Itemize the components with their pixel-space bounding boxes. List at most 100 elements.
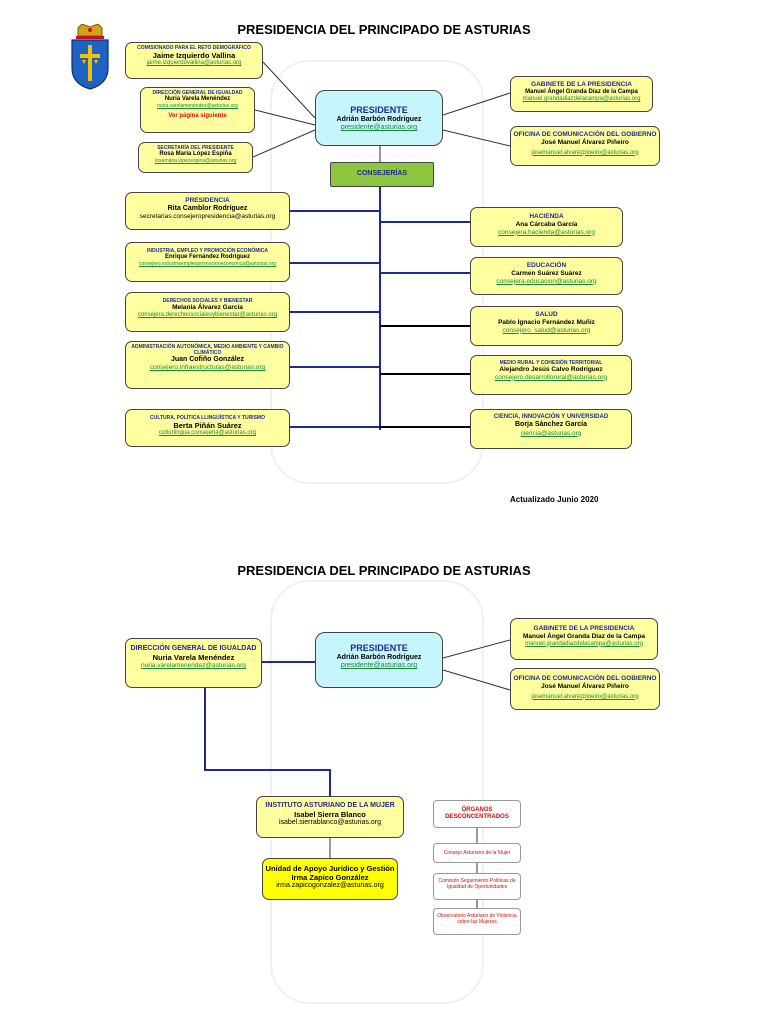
consejeria-hacienda-name: Ana Cárcaba García — [515, 220, 578, 228]
oficina-comunicacion-title: OFICINA DE COMUNICACIÓN DEL GOBIERNO — [513, 131, 657, 138]
consejeria-presidencia-email[interactable]: secretarias.consejeropresidencia@asturia… — [139, 213, 276, 221]
consejeria-industria-box: INDUSTRIA, EMPLEO Y PROMOCIÓN ECONÓMICA … — [125, 242, 290, 282]
consejeria-presidencia-name: Rita Camblor Rodríguez — [167, 204, 248, 212]
unidad-apoyo-title: Unidad de Apoyo Jurídico y Gestión — [265, 864, 395, 873]
comisionado-box: COMISIONADO PARA EL RETO DEMOGRÁFICO Jai… — [125, 42, 263, 79]
updated-note: Actualizado Junio 2020 — [510, 495, 599, 504]
presidente-email[interactable]: presidente@asturias.org — [340, 124, 418, 132]
unidad-apoyo-name: Irma Zapico González — [291, 873, 369, 882]
page2-title: PRESIDENCIA DEL PRINCIPADO DE ASTURIAS — [237, 563, 531, 578]
consejeria-ciencia-title: CIENCIA, INNOVACIÓN Y UNIVERSIDAD — [493, 414, 609, 420]
instituto-mujer-box: INSTITUTO ASTURIANO DE LA MUJER Isabel S… — [256, 796, 404, 838]
ver-pagina-siguiente-link[interactable]: Ver página siguiente — [168, 113, 227, 120]
p2-direccion-igualdad-email[interactable]: nuria.varelamenendez@asturias.org — [141, 662, 246, 670]
gabinete-box: GABINETE DE LA PRESIDENCIA Manuel Ángel … — [510, 76, 653, 112]
comisionado-title: COMISIONADO PARA EL RETO DEMOGRÁFICO — [137, 45, 251, 51]
comisionado-email[interactable]: jaime.izquierdovallina@asturias.org — [146, 60, 242, 66]
secretaria-email[interactable]: rosamaria.lopezespina@asturias.org — [154, 158, 237, 165]
consejeria-derechos-sociales-name: Melania Álvarez García — [172, 304, 243, 311]
gabinete-name: Manuel Ángel Granda Díaz de la Campa — [525, 88, 638, 95]
p2-gabinete-email[interactable]: manuel.grandadiazdelacampa@asturias.org — [525, 640, 643, 647]
consejeria-educacion-name: Carmen Suárez Suárez — [511, 269, 582, 277]
consejerias-header: CONSEJERÍAS — [330, 162, 434, 187]
consejeria-industria-title: INDUSTRIA, EMPLEO Y PROMOCIÓN ECONÓMICA — [147, 248, 268, 254]
consejeria-salud-box: SALUD Pablo Ignacio Fernández Muñiz cons… — [470, 306, 623, 346]
consejerias-label: CONSEJERÍAS — [356, 170, 408, 177]
organo-comision-label: Comisión Seguimiento Políticas de Iguald… — [438, 878, 516, 890]
consejeria-industria-name: Enrique Fernández Rodríguez — [164, 254, 250, 260]
consejeria-industria-email[interactable]: consejero.industriaempleopromocioneconom… — [138, 261, 277, 268]
instituto-mujer-name: Isabel Sierra Blanco — [294, 810, 366, 820]
consejeria-administracion-title: ADMINISTRACIÓN AUTONÓMICA, MEDIO AMBIENT… — [131, 344, 284, 356]
watermark-frame-bottom — [270, 580, 484, 1004]
direccion-igualdad-box: DIRECCIÓN GENERAL DE IGUALDAD Nuria Vare… — [140, 87, 255, 133]
consejeria-hacienda-box: HACIENDA Ana Cárcaba García consejera.ha… — [470, 207, 623, 247]
presidente-title: PRESIDENTE — [350, 105, 408, 115]
gabinete-title: GABINETE DE LA PRESIDENCIA — [531, 81, 632, 88]
organo-comision-box: Comisión Seguimiento Políticas de Iguald… — [433, 873, 521, 900]
asturias-coat-of-arms-icon — [71, 24, 109, 90]
secretaria-name: Rosa María López Espiña — [159, 151, 232, 157]
p2-oficina-comunicacion-email[interactable]: josemanuel.alvarezpineiro@asturias.org — [531, 693, 639, 700]
organos-desconcentrados-box: ÓRGANOS DESCONCENTRADOS — [433, 800, 521, 828]
consejeria-derechos-sociales-title: DERECHOS SOCIALES Y BIENESTAR — [162, 298, 253, 304]
consejeria-presidencia-box: PRESIDENCIA Rita Camblor Rodríguez secre… — [125, 192, 290, 230]
consejeria-cultura-title: CULTURA, POLÍTICA LLINGÜÍSTICA Y TURISMO — [150, 415, 265, 421]
consejeria-cultura-box: CULTURA, POLÍTICA LLINGÜÍSTICA Y TURISMO… — [125, 409, 290, 447]
comisionado-name: Jaime Izquierdo Vallina — [152, 51, 236, 60]
consejeria-salud-name: Pablo Ignacio Fernández Muñiz — [498, 318, 595, 326]
consejeria-medio-rural-box: MEDIO RURAL Y COHESIÓN TERRITORIAL Aleja… — [470, 355, 632, 395]
consejeria-administracion-email[interactable]: consejero.infraestructuras@asturias.org — [149, 364, 266, 372]
p2-presidente-email[interactable]: presidente@asturias.org — [340, 662, 418, 670]
consejeria-cultura-name: Berta Piñán Suárez — [173, 421, 242, 430]
consejeria-ciencia-box: CIENCIA, INNOVACIÓN Y UNIVERSIDAD Borja … — [470, 409, 632, 449]
secretaria-title: SECRETARÍA DEL PRESIDENTE — [157, 145, 234, 151]
consejeria-educacion-title: EDUCACIÓN — [526, 262, 567, 269]
page1-title: PRESIDENCIA DEL PRINCIPADO DE ASTURIAS — [237, 22, 531, 37]
consejeria-medio-rural-email[interactable]: consejero.desarrollorural@asturias.org — [494, 373, 608, 381]
consejeria-educacion-box: EDUCACIÓN Carmen Suárez Suárez consejera… — [470, 257, 623, 295]
consejeria-derechos-sociales-email[interactable]: consejera.derechossocialesybienestar@ast… — [137, 311, 278, 318]
p2-gabinete-name: Manuel Ángel Granda Díaz de la Campa — [522, 632, 646, 640]
secretaria-box: SECRETARÍA DEL PRESIDENTE Rosa María Lóp… — [138, 142, 253, 173]
consejeria-cultura-email[interactable]: culturlingua.consejeria@asturias.org — [158, 430, 257, 436]
unidad-apoyo-box: Unidad de Apoyo Jurídico y Gestión Irma … — [262, 858, 398, 900]
presidente-name: Adrián Barbón Rodríguez — [336, 115, 422, 123]
p2-oficina-comunicacion-name: José Manuel Álvarez Piñeiro — [541, 682, 629, 690]
p2-gabinete-box: GABINETE DE LA PRESIDENCIA Manuel Ángel … — [510, 618, 658, 660]
p2-direccion-igualdad-box: DIRECCIÓN GENERAL DE IGUALDAD Nuria Vare… — [125, 638, 262, 688]
consejeria-presidencia-title: PRESIDENCIA — [185, 197, 230, 204]
consejeria-medio-rural-title: MEDIO RURAL Y COHESIÓN TERRITORIAL — [499, 360, 603, 366]
consejeria-ciencia-name: Borja Sánchez García — [515, 421, 587, 429]
unidad-apoyo-email[interactable]: irma.zapicogonzalez@asturias.org — [276, 882, 384, 889]
p2-oficina-comunicacion-title: OFICINA DE COMUNICACIÓN DEL GOBIERNO — [513, 675, 657, 682]
consejeria-educacion-email[interactable]: consejera.educacion@asturias.org — [496, 277, 597, 285]
p2-presidente-box: PRESIDENTE Adrián Barbón Rodríguez presi… — [315, 632, 443, 688]
oficina-comunicacion-email[interactable]: josemanuel.alvarezpineiro@asturias.org — [531, 149, 639, 156]
direccion-igualdad-title: DIRECCIÓN GENERAL DE IGUALDAD — [152, 90, 243, 96]
direccion-igualdad-email[interactable]: nuria.varelamenendez@asturias.org — [157, 103, 238, 110]
p2-direccion-igualdad-title: DIRECCIÓN GENERAL DE IGUALDAD — [130, 645, 257, 652]
consejeria-salud-email[interactable]: consejero_salud@asturias.org — [502, 326, 591, 334]
gabinete-email[interactable]: manuel.grandadiazdelacampa@asturias.org — [522, 95, 641, 102]
p2-presidente-name: Adrián Barbón Rodríguez — [336, 653, 422, 661]
consejeria-administracion-name: Juan Cofiño González — [170, 356, 245, 363]
consejeria-salud-title: SALUD — [535, 311, 558, 318]
instituto-mujer-title: INSTITUTO ASTURIANO DE LA MUJER — [265, 802, 395, 809]
consejeria-administracion-box: ADMINISTRACIÓN AUTONÓMICA, MEDIO AMBIENT… — [125, 341, 290, 389]
instituto-mujer-email[interactable]: isabel.sierrablanco@asturias.org — [278, 819, 382, 827]
organo-observatorio-label: Observatorio Asturiano de Violencia sobr… — [437, 913, 517, 925]
p2-direccion-igualdad-name: Nuria Varela Menéndez — [152, 653, 235, 663]
organo-observatorio-box: Observatorio Asturiano de Violencia sobr… — [433, 908, 521, 935]
p2-gabinete-title: GABINETE DE LA PRESIDENCIA — [533, 625, 635, 632]
consejeria-hacienda-email[interactable]: consejera.hacienda@asturias.org — [498, 228, 595, 236]
organos-desconcentrados-title: ÓRGANOS DESCONCENTRADOS — [445, 807, 509, 821]
consejeria-ciencia-email[interactable]: ciencia@asturias.org — [520, 429, 582, 437]
organo-consejo-label: Consejo Asturiano de la Mujer — [443, 850, 511, 856]
presidente-box: PRESIDENTE Adrián Barbón Rodríguez presi… — [315, 90, 443, 146]
consejeria-hacienda-title: HACIENDA — [529, 213, 564, 220]
p2-oficina-comunicacion-box: OFICINA DE COMUNICACIÓN DEL GOBIERNO Jos… — [510, 668, 660, 710]
oficina-comunicacion-name: José Manuel Álvarez Piñeiro — [541, 138, 629, 146]
consejeria-derechos-sociales-box: DERECHOS SOCIALES Y BIENESTAR Melania Ál… — [125, 292, 290, 332]
oficina-comunicacion-box: OFICINA DE COMUNICACIÓN DEL GOBIERNO Jos… — [510, 126, 660, 166]
